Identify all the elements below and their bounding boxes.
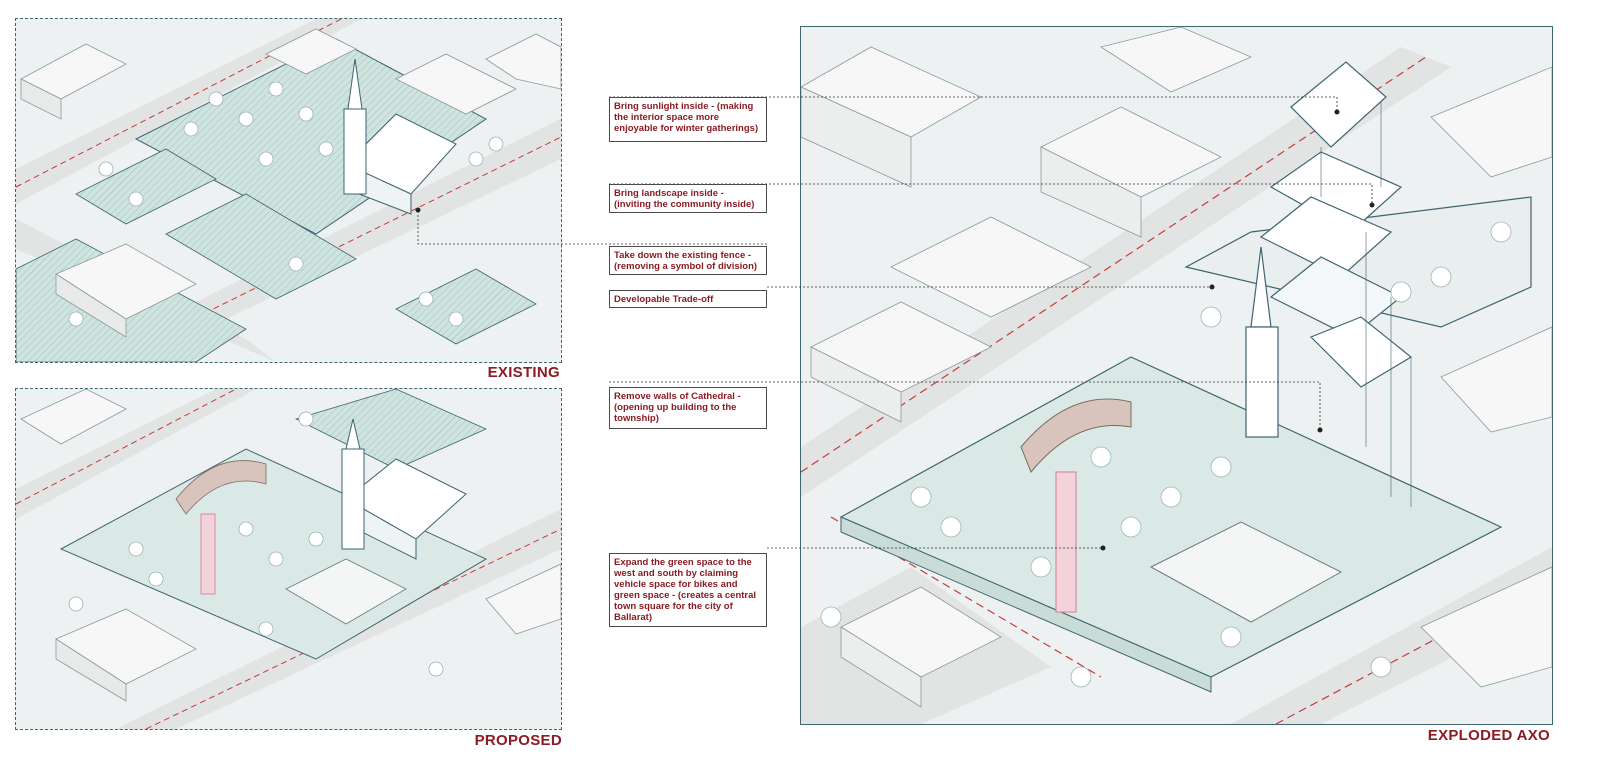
building: [20, 78, 62, 120]
note-remove-walls: Remove walls of Cathedral - (opening up …: [609, 387, 767, 429]
road: [1231, 547, 1552, 724]
green-hatch: [294, 389, 487, 470]
church-tower: [341, 448, 365, 550]
note-expand-green-space: Expand the green space to the west and s…: [609, 553, 767, 627]
curved-wall: [175, 460, 267, 515]
house: [55, 638, 127, 702]
trees: [820, 221, 1512, 688]
pink-sign: [200, 513, 216, 595]
house: [55, 608, 197, 685]
proposed-site-drawing: [16, 389, 561, 729]
road: [16, 19, 361, 204]
exploded-axo-drawing: [801, 27, 1552, 724]
house: [55, 273, 127, 338]
pink-sign: [1055, 471, 1077, 613]
market-grid: [1149, 521, 1343, 623]
existing-axonometric-panel: [15, 18, 562, 363]
building: [1440, 326, 1552, 433]
building: [1430, 66, 1552, 178]
green-strip: [395, 268, 537, 345]
market-grid: [285, 558, 407, 625]
house: [840, 626, 922, 708]
building: [485, 33, 561, 90]
proposed-axonometric-panel: [15, 388, 562, 730]
building: [890, 216, 1092, 318]
green-strip: [75, 148, 217, 225]
church-tower: [343, 108, 367, 195]
note-remove-fence: Take down the existing fence - (removing…: [609, 246, 767, 275]
proposed-label: PROPOSED: [474, 732, 562, 749]
existing-site-drawing: [16, 19, 561, 362]
green-strip: [165, 193, 357, 300]
building: [395, 53, 517, 115]
note-developable-trade-off: Developable Trade-off: [609, 290, 767, 308]
note-bring-sunlight: Bring sunlight inside - (making the inte…: [609, 97, 767, 142]
road-centerline: [16, 389, 237, 505]
skylight-roof: [1290, 61, 1387, 148]
note-bring-landscape: Bring landscape inside - (inviting the c…: [609, 184, 767, 213]
trees: [68, 81, 504, 327]
church-walls: [1309, 316, 1413, 388]
road: [16, 389, 256, 519]
exploded-axo-label: EXPLODED AXO: [1427, 727, 1550, 744]
exploded-axo-panel: [800, 26, 1553, 725]
building: [1100, 27, 1253, 93]
existing-label: EXISTING: [487, 364, 560, 381]
building: [1420, 566, 1552, 688]
building: [265, 28, 357, 75]
building: [20, 389, 127, 445]
explode-lines: [1320, 102, 1412, 507]
church-tower: [1245, 326, 1279, 438]
trees: [68, 411, 444, 677]
site-plinth-edge: [840, 516, 1212, 693]
building: [485, 563, 561, 635]
